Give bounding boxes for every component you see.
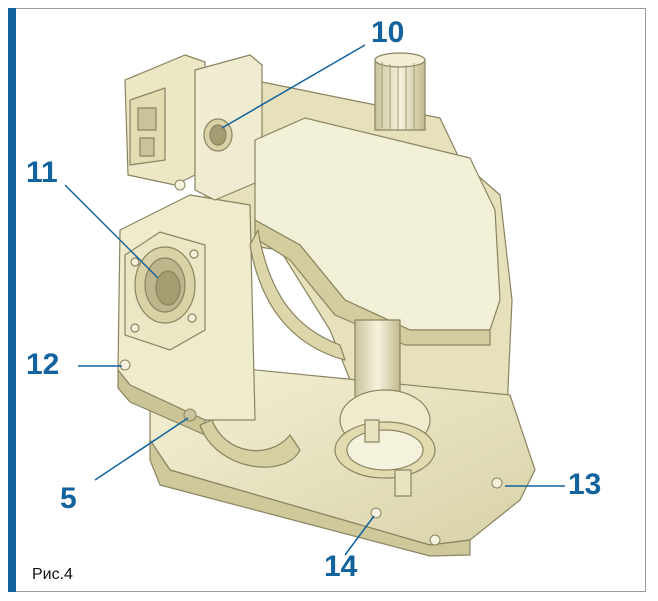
figure-caption: Рис.4 [32,566,73,583]
callout-10: 10 [371,16,405,49]
leader-lines [64,44,565,556]
accent-bar [8,8,16,592]
leader-line-11 [64,184,159,279]
callout-11: 11 [26,156,58,189]
callout-13: 13 [568,468,602,501]
callout-5: 5 [60,482,77,515]
callout-12: 12 [26,348,60,381]
leader-line-14 [344,515,375,556]
leader-line-5 [94,417,189,481]
screw-holes [119,179,503,546]
inlet-port [124,231,206,351]
leader-line-10 [221,44,366,129]
callout-14: 14 [324,550,358,583]
